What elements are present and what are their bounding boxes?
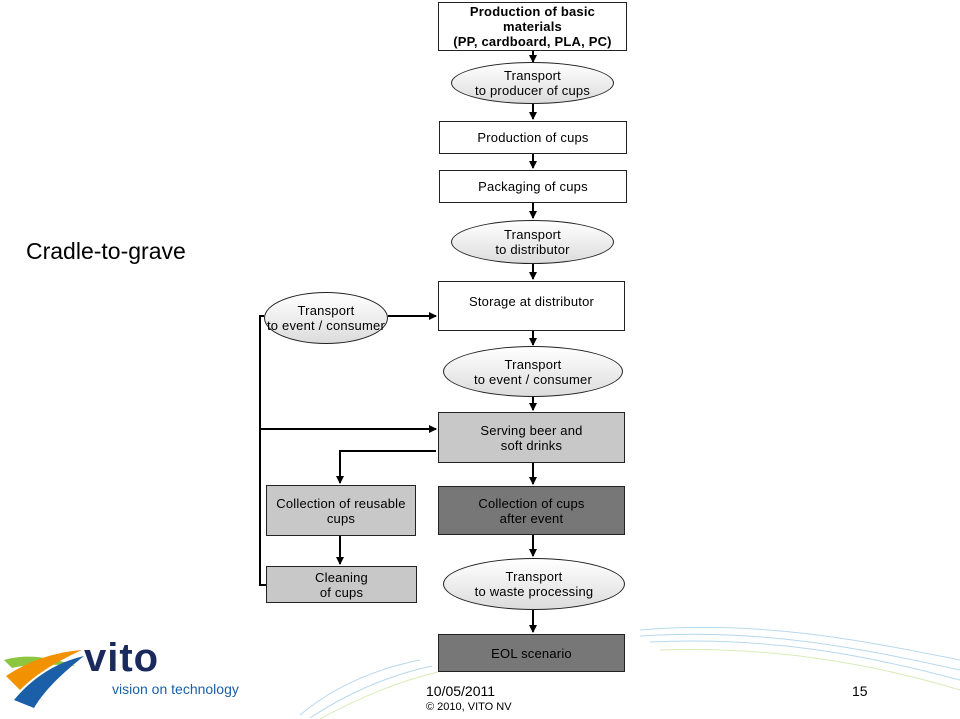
cleaning-of-cups-box: Cleaning of cups [266,566,417,603]
vito-tagline: vision on technology [112,681,239,697]
serving-drinks-box: Serving beer and soft drinks [438,412,625,463]
page-title: Cradle-to-grave [26,238,186,264]
storage-at-distributor-box: Storage at distributor [438,281,625,331]
vito-logo-wordmark: vito [84,636,160,680]
collection-after-event-box: Collection of cups after event [438,486,625,535]
production-of-cups-box: Production of cups [439,121,627,154]
page-number: 15 [852,683,868,699]
transport-to-producer-ellipse: Transport to producer of cups [451,62,614,104]
transport-to-waste-ellipse: Transport to waste processing [443,558,625,610]
eol-scenario-box: EOL scenario [438,634,625,672]
footer-copyright: © 2010, VITO NV [426,701,512,713]
raw-materials-box: Production of basic materials (PP, cardb… [438,2,627,51]
transport-to-event-left-ellipse: Transport to event / consumer [264,292,388,344]
footer-date: 10/05/2011 [426,683,496,699]
transport-to-event-ellipse: Transport to event / consumer [443,346,623,397]
transport-to-distributor-ellipse: Transport to distributor [451,220,614,264]
collection-reusable-cups-box: Collection of reusable cups [266,485,416,536]
packaging-of-cups-box: Packaging of cups [439,170,627,203]
